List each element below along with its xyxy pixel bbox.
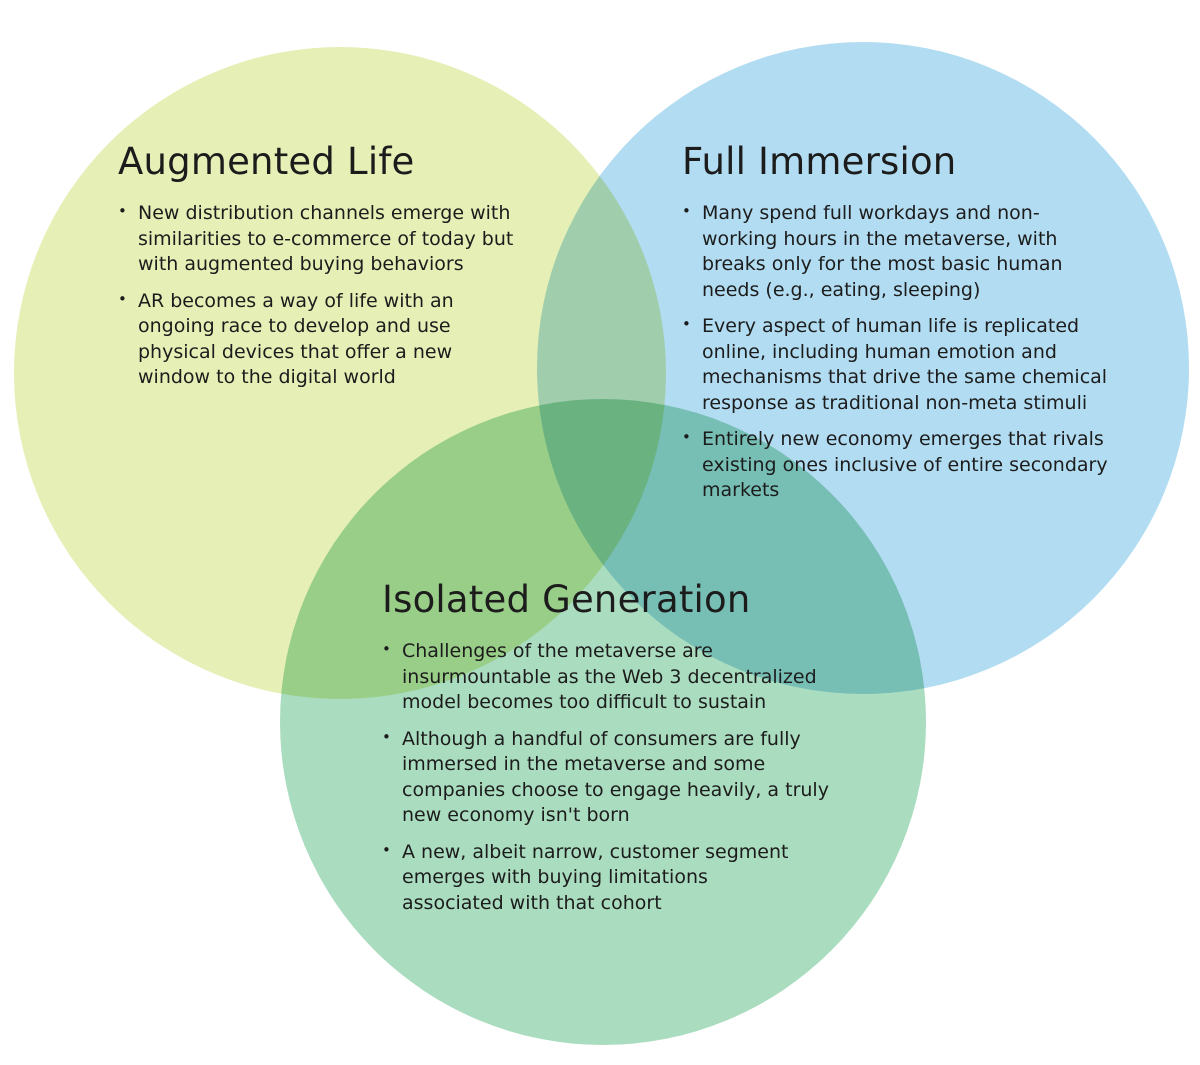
bullet-item: Although a handful of consumers are full… [382, 725, 842, 829]
bullet-item: Every aspect of human life is replicated… [682, 312, 1127, 416]
isolated-generation-section: Isolated Generation Challenges of the me… [382, 578, 842, 927]
bullet-item: New distribution channels emerge with si… [118, 199, 538, 278]
bullet-item: AR becomes a way of life with an ongoing… [118, 287, 488, 391]
bullet-item: A new, albeit narrow, customer segment e… [382, 838, 802, 917]
bullet-item: Entirely new economy emerges that rivals… [682, 425, 1127, 504]
augmented-life-section: Augmented Life New distribution channels… [118, 140, 538, 402]
section-title: Isolated Generation [382, 578, 751, 621]
section-title: Augmented Life [118, 140, 415, 183]
section-title: Full Immersion [682, 140, 957, 183]
bullet-item: Many spend full workdays and non-working… [682, 199, 1097, 303]
full-immersion-section: Full Immersion Many spend full workdays … [682, 140, 1127, 515]
bullet-item: Challenges of the metaverse are insurmou… [382, 637, 842, 716]
